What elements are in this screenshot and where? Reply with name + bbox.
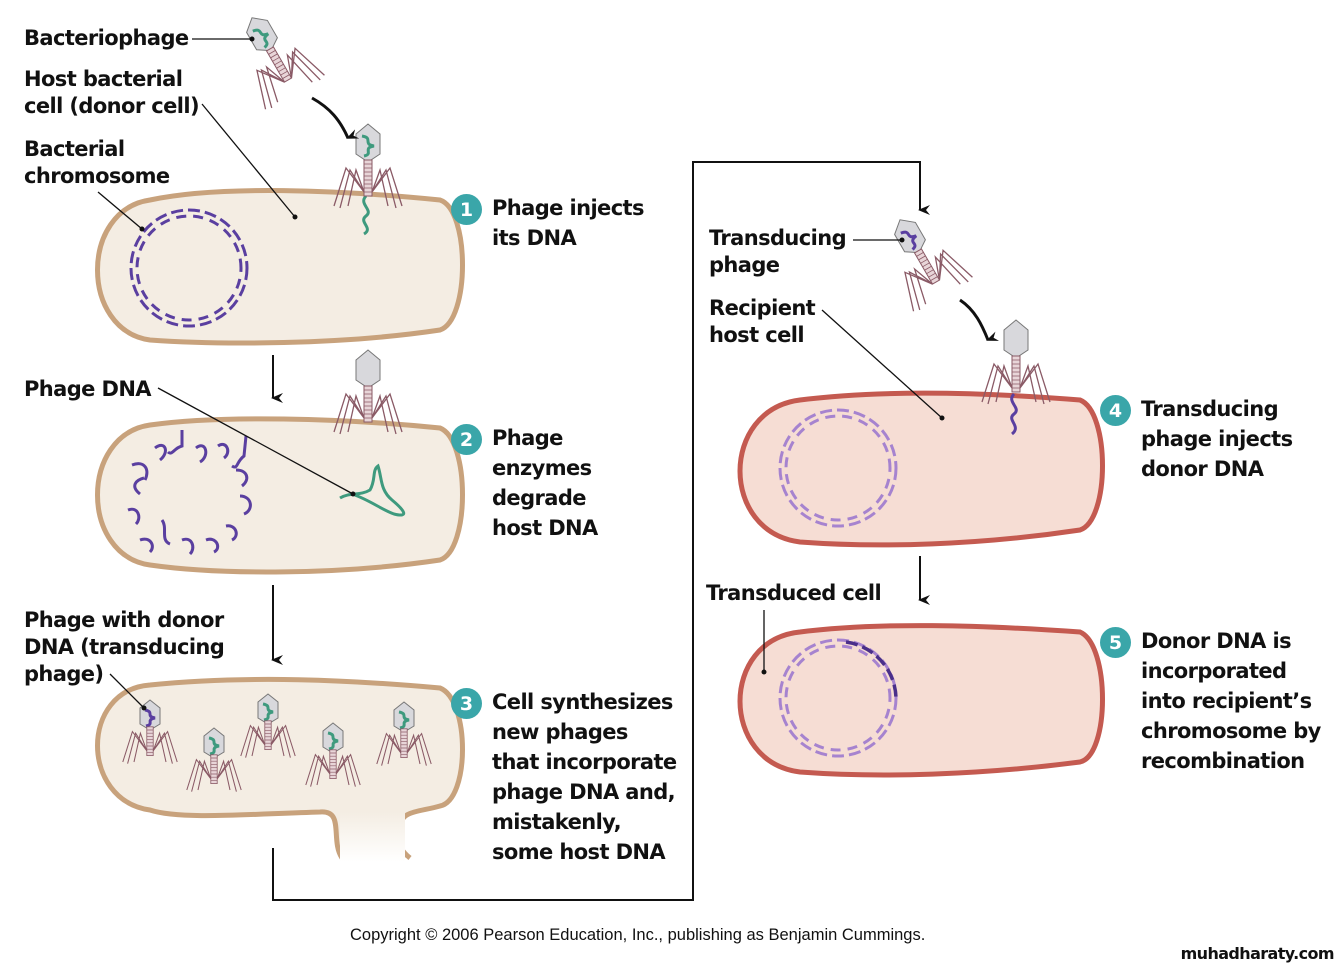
label-host-bacterial-cell: Host bacterial cell (donor cell) [24,67,200,118]
step-3: 3 Cell synthesizes new phages that incor… [451,688,677,867]
leader-recipient-cell [821,309,943,419]
step-2-text: Phage enzymes degrade host DNA [492,426,598,540]
phage-attached-1 [333,123,403,209]
donor-cell-1 [95,188,465,346]
step-4-badge: 4 [1100,395,1131,426]
step-3-badge: 3 [451,688,482,719]
label-bacteriophage: Bacteriophage [24,26,189,50]
step-5: 5 Donor DNA is incorporated into recipie… [1100,627,1321,776]
label-phage-dna: Phage DNA [24,377,152,401]
step-5-text: Donor DNA is incorporated into recipient… [1141,629,1321,773]
step-3-text: Cell synthesizes new phages that incorpo… [492,690,677,864]
phage-dna-injected-1 [362,194,370,236]
step-1: 1 Phage injects its DNA [451,194,644,253]
step-1-text: Phage injects its DNA [492,196,644,250]
curved-arrow-4 [959,298,1000,341]
curved-arrow-1 [311,96,360,139]
watermark: muhadharaty.com [1180,944,1335,963]
donor-dna-injected [1010,392,1018,436]
leader-chromosome [97,191,143,230]
recipient-chromosome-4 [778,408,898,528]
label-recipient-host-cell: Recipient host cell [709,296,816,347]
label-transduced-cell: Transduced cell [706,581,882,605]
step-4: 4 Transducing phage injects donor DNA [1100,395,1293,484]
label-bacterial-chromosome: Bacterial chromosome [24,137,170,188]
donor-cell-2 [95,416,465,575]
recombinant-chromosome-5 [778,638,898,758]
leader-host-cell [201,103,296,218]
step-2-badge: 2 [451,424,482,455]
degraded-host-dna [127,430,252,556]
copyright-notice: Copyright © 2006 Pearson Education, Inc.… [350,926,926,944]
label-transducing-phage: Transducing phage [709,226,847,277]
transducing-phage-free [893,219,975,314]
connector-3-to-4 [272,161,930,901]
bacterial-chromosome-1 [129,208,249,328]
leader-phage-dna [157,387,354,495]
phage-dna-free [339,463,406,517]
step-5-badge: 5 [1100,627,1131,658]
new-phages [122,693,432,793]
label-phage-with-donor-dna: Phage with donor DNA (transducing phage) [24,608,225,686]
step-2: 2 Phage enzymes degrade host DNA [451,424,598,543]
transduced-cell-5 [737,623,1105,778]
leader-phage-with-donor [109,673,145,709]
phage-empty-2 [333,349,403,435]
phage-free-1 [245,17,327,112]
step-4-text: Transducing phage injects donor DNA [1141,397,1293,481]
recipient-cell-4 [737,390,1105,548]
step-1-badge: 1 [451,194,482,225]
transducing-phage-attached [981,319,1051,405]
